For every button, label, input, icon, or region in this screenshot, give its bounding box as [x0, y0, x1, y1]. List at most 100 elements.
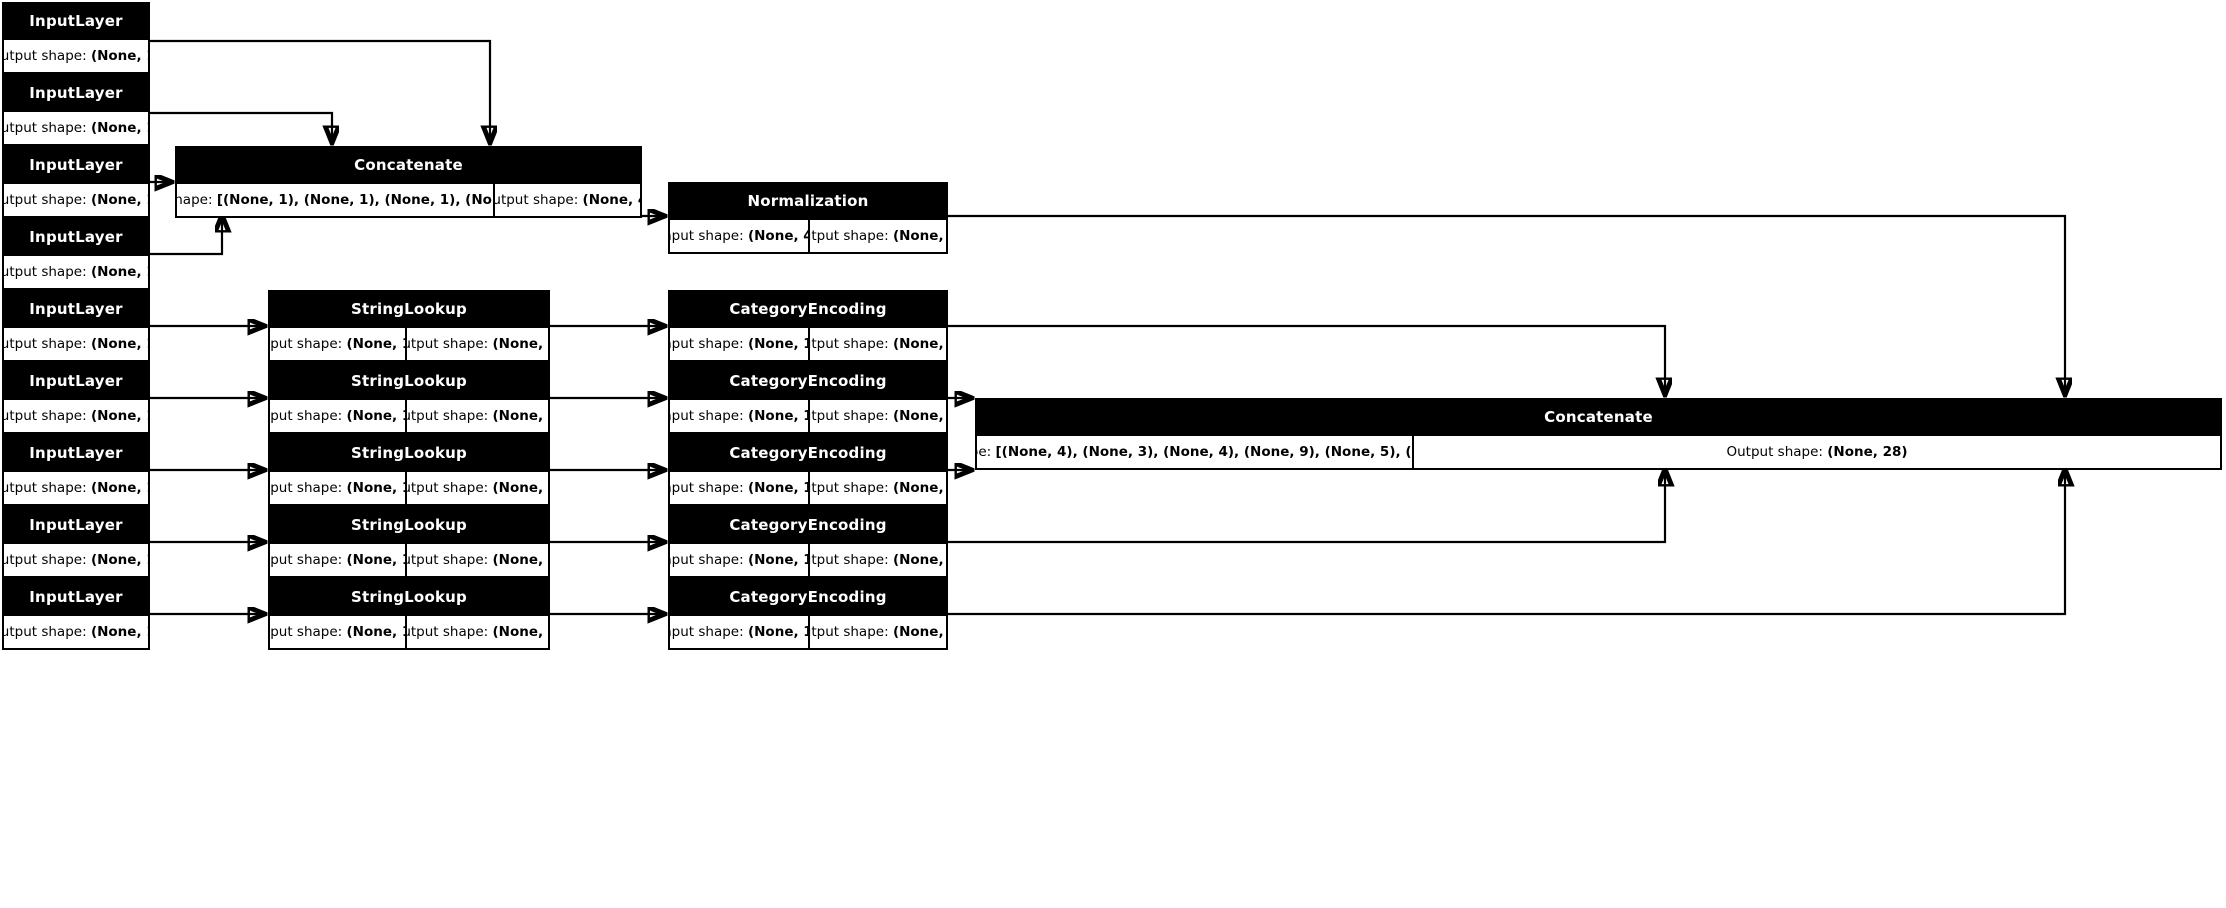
- output-shape-value: (None, 28): [1827, 444, 1908, 460]
- node-output-shape-lookup_1: Output shape: (None, 1): [405, 328, 548, 360]
- node-input_3[interactable]: InputLayerOutput shape: (None, 1): [2, 146, 150, 218]
- node-output-shape-encode_4: Output shape: (None, 5): [808, 544, 946, 576]
- output-shape-label: Output shape:: [4, 552, 87, 568]
- node-output-shape-normalization: Output shape: (None, 4): [808, 220, 946, 252]
- output-shape-value: (None, 1): [492, 480, 548, 496]
- input-shape-value: (None, 1): [747, 408, 808, 424]
- output-shape-value: (None, 1): [492, 552, 548, 568]
- output-shape-label: Output shape:: [4, 48, 87, 64]
- edge-normalization-to-concat_all: [948, 214, 2065, 394]
- output-shape-label: Output shape:: [810, 624, 889, 640]
- input-shape-label: Input shape:: [670, 408, 744, 424]
- node-normalization[interactable]: NormalizationInput shape: (None, 4)Outpu…: [668, 182, 948, 254]
- node-title-input_8: InputLayer: [4, 508, 148, 542]
- node-title-input_6: InputLayer: [4, 364, 148, 398]
- node-output-shape-input_9: Output shape: (None, 1): [4, 616, 148, 648]
- output-shape-value: (None, 9): [892, 480, 946, 496]
- node-shapes-concat_num: Input shape: [(None, 1), (None, 1), (Non…: [177, 182, 640, 216]
- output-shape-label: Output shape:: [493, 192, 579, 208]
- input-shape-label: Input shape:: [177, 192, 213, 208]
- output-shape-value: (None, 1): [90, 120, 148, 136]
- output-shape-value: (None, 3): [892, 624, 946, 640]
- node-input-shape-lookup_5: Input shape: (None, 1): [270, 616, 405, 648]
- edge-encode_1-to-concat_all: [948, 324, 1665, 394]
- node-input_7[interactable]: InputLayerOutput shape: (None, 1): [2, 434, 150, 506]
- node-output-shape-input_2: Output shape: (None, 1): [4, 112, 148, 144]
- output-shape-label: Output shape:: [1726, 444, 1823, 460]
- node-concat_all[interactable]: ConcatenateInput shape: [(None, 4), (Non…: [975, 398, 2222, 470]
- output-shape-label: Output shape:: [810, 336, 889, 352]
- output-shape-value: (None, 4): [892, 228, 946, 244]
- node-title-encode_4: CategoryEncoding: [670, 508, 946, 542]
- output-shape-value: (None, 1): [90, 480, 148, 496]
- node-shapes-encode_4: Input shape: (None, 1)Output shape: (Non…: [670, 542, 946, 576]
- node-concat_num[interactable]: ConcatenateInput shape: [(None, 1), (Non…: [175, 146, 642, 218]
- node-title-concat_num: Concatenate: [177, 148, 640, 182]
- node-lookup_4[interactable]: StringLookupInput shape: (None, 1)Output…: [268, 506, 550, 578]
- node-shapes-input_9: Output shape: (None, 1): [4, 614, 148, 648]
- node-input_8[interactable]: InputLayerOutput shape: (None, 1): [2, 506, 150, 578]
- node-input_6[interactable]: InputLayerOutput shape: (None, 1): [2, 362, 150, 434]
- node-title-lookup_4: StringLookup: [270, 508, 548, 542]
- node-lookup_1[interactable]: StringLookupInput shape: (None, 1)Output…: [268, 290, 550, 362]
- output-shape-value: (None, 4): [582, 192, 640, 208]
- input-shape-label: Input shape:: [670, 480, 744, 496]
- node-encode_4[interactable]: CategoryEncodingInput shape: (None, 1)Ou…: [668, 506, 948, 578]
- output-shape-label: Output shape:: [4, 480, 87, 496]
- node-input_2[interactable]: InputLayerOutput shape: (None, 1): [2, 74, 150, 146]
- input-shape-value: (None, 1): [346, 408, 406, 424]
- node-lookup_2[interactable]: StringLookupInput shape: (None, 1)Output…: [268, 362, 550, 434]
- node-title-lookup_2: StringLookup: [270, 364, 548, 398]
- node-input_9[interactable]: InputLayerOutput shape: (None, 1): [2, 578, 150, 650]
- node-input_1[interactable]: InputLayerOutput shape: (None, 1): [2, 2, 150, 74]
- node-shapes-lookup_3: Input shape: (None, 1)Output shape: (Non…: [270, 470, 548, 504]
- node-title-input_7: InputLayer: [4, 436, 148, 470]
- node-output-shape-encode_1: Output shape: (None, 3): [808, 328, 946, 360]
- node-shapes-input_2: Output shape: (None, 1): [4, 110, 148, 144]
- node-input_4[interactable]: InputLayerOutput shape: (None, 1): [2, 218, 150, 290]
- node-title-lookup_3: StringLookup: [270, 436, 548, 470]
- output-shape-value: (None, 5): [892, 552, 946, 568]
- node-title-input_3: InputLayer: [4, 148, 148, 182]
- output-shape-value: (None, 1): [90, 264, 148, 280]
- node-input-shape-lookup_4: Input shape: (None, 1): [270, 544, 405, 576]
- node-input-shape-encode_1: Input shape: (None, 1): [670, 328, 808, 360]
- input-shape-label: Input shape:: [670, 552, 744, 568]
- node-encode_3[interactable]: CategoryEncodingInput shape: (None, 1)Ou…: [668, 434, 948, 506]
- node-encode_1[interactable]: CategoryEncodingInput shape: (None, 1)Ou…: [668, 290, 948, 362]
- node-input-shape-encode_3: Input shape: (None, 1): [670, 472, 808, 504]
- node-output-shape-concat_num: Output shape: (None, 4): [493, 184, 640, 216]
- node-output-shape-concat_all: Output shape: (None, 28): [1412, 436, 2220, 468]
- node-title-lookup_1: StringLookup: [270, 292, 548, 326]
- node-input_5[interactable]: InputLayerOutput shape: (None, 1): [2, 290, 150, 362]
- output-shape-label: Output shape:: [4, 264, 87, 280]
- node-output-shape-input_1: Output shape: (None, 1): [4, 40, 148, 72]
- input-shape-value: [(None, 1), (None, 1), (None, 1), (None,…: [216, 192, 493, 208]
- node-title-input_4: InputLayer: [4, 220, 148, 254]
- node-lookup_5[interactable]: StringLookupInput shape: (None, 1)Output…: [268, 578, 550, 650]
- edge-input_1-to-concat_num: [150, 39, 490, 142]
- output-shape-label: Output shape:: [4, 120, 87, 136]
- node-title-normalization: Normalization: [670, 184, 946, 218]
- node-shapes-encode_3: Input shape: (None, 1)Output shape: (Non…: [670, 470, 946, 504]
- output-shape-label: Output shape:: [407, 408, 489, 424]
- node-input-shape-normalization: Input shape: (None, 4): [670, 220, 808, 252]
- node-output-shape-lookup_2: Output shape: (None, 1): [405, 400, 548, 432]
- output-shape-label: Output shape:: [810, 228, 889, 244]
- node-title-input_2: InputLayer: [4, 76, 148, 110]
- node-encode_2[interactable]: CategoryEncodingInput shape: (None, 1)Ou…: [668, 362, 948, 434]
- edge-input_2-to-concat_num: [150, 111, 332, 142]
- node-output-shape-encode_5: Output shape: (None, 3): [808, 616, 946, 648]
- node-input-shape-encode_5: Input shape: (None, 1): [670, 616, 808, 648]
- node-input-shape-lookup_1: Input shape: (None, 1): [270, 328, 405, 360]
- node-shapes-input_8: Output shape: (None, 1): [4, 542, 148, 576]
- output-shape-value: (None, 3): [892, 336, 946, 352]
- output-shape-label: Output shape:: [407, 480, 489, 496]
- node-encode_5[interactable]: CategoryEncodingInput shape: (None, 1)Ou…: [668, 578, 948, 650]
- input-shape-label: Input shape:: [270, 552, 343, 568]
- node-title-encode_3: CategoryEncoding: [670, 436, 946, 470]
- input-shape-value: (None, 1): [346, 624, 406, 640]
- node-lookup_3[interactable]: StringLookupInput shape: (None, 1)Output…: [268, 434, 550, 506]
- node-title-encode_2: CategoryEncoding: [670, 364, 946, 398]
- node-output-shape-input_7: Output shape: (None, 1): [4, 472, 148, 504]
